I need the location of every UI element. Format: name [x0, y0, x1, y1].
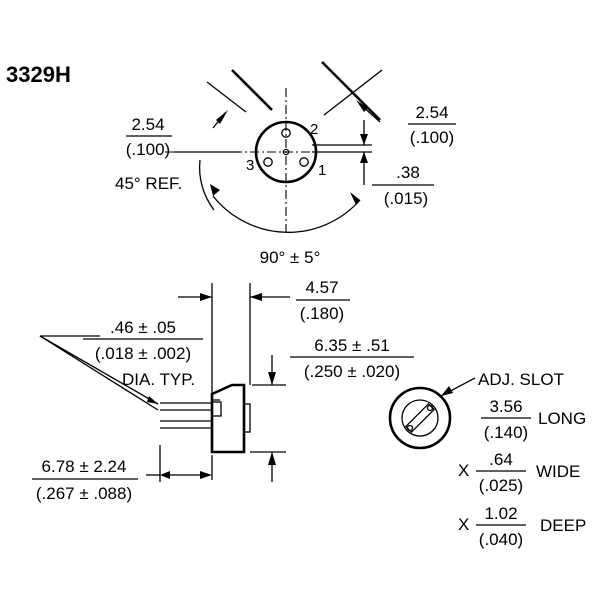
adjustment-knob [243, 403, 251, 433]
pin-label-3: 3 [246, 157, 254, 174]
rotation-arc-arrow-right [350, 192, 360, 205]
dim-right-mm: 2.54 [415, 103, 448, 122]
height-dim-left-arrow [200, 293, 212, 301]
height-dim-mm: 4.57 [305, 278, 338, 297]
slot-wide-word: WIDE [536, 462, 580, 481]
body-height-bottom-arrow [268, 452, 276, 465]
adj-slot-cross [404, 402, 436, 434]
adj-slot-dot-2 [426, 404, 434, 412]
slot-deep-word: DEEP [540, 516, 586, 535]
body-height-in: (.250 ± .020) [304, 362, 400, 381]
center-hole [282, 148, 290, 156]
adj-slot-label: ADJ. SLOT [478, 370, 564, 389]
pin-2-circle [281, 128, 291, 138]
pin-length-mm: 6.78 ± 2.24 [42, 457, 127, 476]
adj-slot-view [388, 377, 476, 450]
adj-slot-bar [404, 402, 436, 434]
pin-label-2: 2 [310, 121, 318, 138]
angle-ref-label: 45° REF. [115, 174, 182, 193]
pin-dia-arrow [147, 396, 158, 404]
pin-dim-mm: .38 [396, 163, 420, 182]
pin-dia-leader-upper [39, 335, 159, 405]
pin-3-circle [263, 157, 273, 167]
dim-right-in: (.100) [410, 128, 454, 147]
pin-length-left-arrow [160, 471, 170, 479]
height-dim-right-arrow [250, 293, 262, 301]
rotation-arc [212, 195, 361, 233]
slot-wide-in: (.025) [479, 476, 523, 495]
dim-left-mm: 2.54 [131, 115, 164, 134]
slot-deep-in: (.040) [479, 530, 523, 549]
pin-dia-note: DIA. TYP. [122, 370, 195, 389]
dim-left-in: (.100) [126, 140, 170, 159]
body-tab [211, 401, 222, 417]
pin-dia-leader-lower [39, 335, 159, 411]
rotation-arc-arrow-left [210, 184, 220, 196]
slot-wide-mm: .64 [489, 450, 513, 469]
body-height-top-arrow [268, 372, 276, 385]
pin-dim-arrowhead-bottom [360, 152, 368, 163]
slot-long-mm: 3.56 [489, 397, 522, 416]
top-view: 2 3 1 [165, 61, 383, 233]
leader-line-left [206, 81, 247, 113]
extension-line-left-upper [231, 69, 273, 111]
part-number-title: 3329H [6, 62, 71, 87]
leader-line-right [323, 69, 383, 116]
rotation-angle-label: 90° ± 5° [260, 248, 321, 267]
slot-deep-mm: 1.02 [484, 504, 517, 523]
pin-length-in: (.267 ± .088) [36, 484, 132, 503]
side-view [39, 283, 290, 482]
adj-slot-arrow [441, 386, 453, 396]
adj-slot-outer-circle [388, 386, 452, 450]
dim-left-arrowhead [216, 110, 228, 124]
reference-arc [198, 159, 215, 211]
pin-dia-mm: .46 ± .05 [110, 318, 176, 337]
pin-dia-in: (.018 ± .002) [95, 344, 191, 363]
pin-dim-arrowhead-top [360, 134, 368, 145]
body-height-mm: 6.35 ± .51 [314, 336, 390, 355]
pin-dim-in: (.015) [384, 189, 428, 208]
dim-right-arrowhead [356, 100, 368, 112]
trimmer-body [210, 383, 246, 454]
extension-line-right-upper [321, 61, 381, 121]
slot-deep-prefix: X [458, 515, 469, 534]
slot-long-word: LONG [538, 409, 586, 428]
adj-slot-inner-circle [401, 399, 439, 437]
height-dim-in: (.180) [300, 304, 344, 323]
slot-long-in: (.140) [484, 423, 528, 442]
pin-length-right-arrow [200, 471, 212, 479]
pin-1-circle [299, 157, 309, 167]
slot-wide-prefix: X [458, 461, 469, 480]
pin-label-1: 1 [318, 162, 326, 179]
adj-slot-dot [406, 424, 414, 432]
